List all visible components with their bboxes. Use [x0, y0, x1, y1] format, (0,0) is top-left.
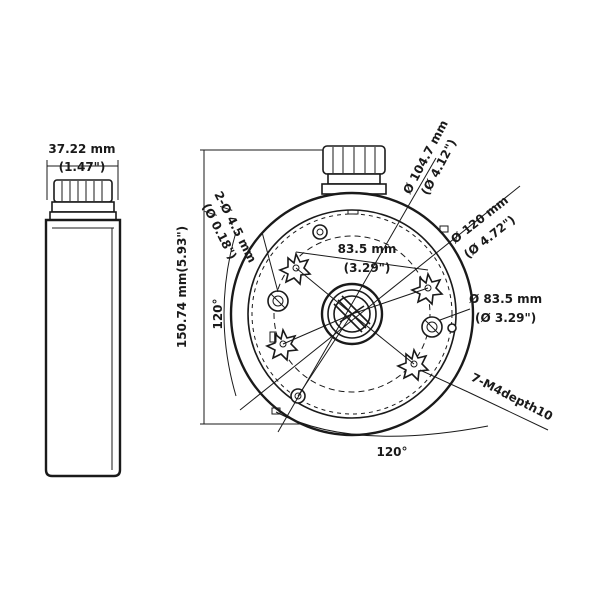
thread-spec-leader — [419, 369, 469, 393]
side-width-in-label: (1.47") — [59, 160, 106, 174]
m4-boss-1 — [278, 251, 312, 286]
rim-boss-top-left — [312, 224, 328, 240]
chord-mm-label: 83.5 mm — [338, 242, 397, 256]
housing-dashed-ring — [251, 213, 453, 415]
center-conduit-mid — [327, 289, 377, 339]
side-view: 37.22 mm (1.47") — [44, 142, 122, 478]
side-width-mm-label: 37.22 mm — [48, 142, 115, 156]
side-housing — [44, 218, 122, 478]
dim-83-leader — [439, 308, 471, 321]
side-gland-nut — [53, 179, 113, 203]
angle-line-4 — [351, 313, 415, 365]
thread-spec-label: 7-M4depth10 — [469, 370, 555, 423]
height-label: 150.74 mm(5.93") — [175, 226, 189, 348]
dim-83-mm-label: Ø 83.5 mm — [469, 292, 542, 306]
m4-boss-2 — [410, 271, 444, 306]
dim-83-in-label: (Ø 3.29") — [475, 311, 536, 325]
height-dimension: 150.74 mm(5.93") — [175, 149, 330, 425]
angle-left-label: 120° — [211, 298, 225, 329]
m4-boss-3 — [265, 327, 299, 362]
front-cable-gland — [321, 145, 387, 195]
rim-boss-right — [447, 323, 457, 333]
dim-104-leader — [277, 157, 437, 433]
angle-bottom-arc — [275, 411, 489, 437]
rim-tabs — [269, 209, 449, 415]
center-conduit-inner — [333, 295, 371, 333]
bolt-pitch-circle — [273, 235, 431, 393]
front-gland-collar — [327, 173, 381, 185]
side-gland-body — [51, 201, 115, 213]
angle-line-2 — [282, 313, 353, 345]
chord-dim-line — [295, 251, 429, 271]
angle-left-arc — [223, 231, 237, 397]
hole-spec-leader — [261, 231, 279, 293]
dim-120-leader — [239, 185, 521, 411]
angle-bottom-label: 120° — [376, 445, 407, 459]
front-view: 83.5 mm (3.29") Ø 104.7 mm (Ø 4.12") Ø 1… — [199, 118, 555, 459]
chord-in-label: (3.29") — [344, 261, 391, 275]
angle-line-1 — [295, 267, 353, 315]
